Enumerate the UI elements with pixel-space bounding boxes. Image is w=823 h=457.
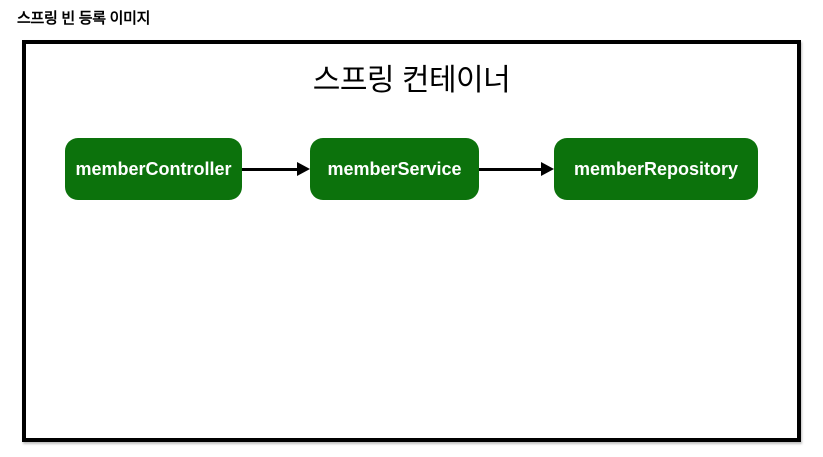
bean-member-repository: memberRepository [554, 138, 758, 200]
arrow-controller-to-service [242, 156, 310, 182]
spring-container-title: 스프링 컨테이너 [312, 64, 511, 97]
page-title: 스프링 빈 등록 이미지 [17, 10, 151, 27]
arrow-head-icon [541, 162, 554, 176]
spring-container: 스프링 컨테이너 memberController memberService … [22, 40, 801, 442]
arrow-line [242, 167, 297, 171]
arrow-service-to-repository [479, 156, 554, 182]
arrow-head-icon [297, 162, 310, 176]
arrow-line [479, 167, 541, 171]
bean-member-controller: memberController [65, 138, 242, 200]
bean-member-service: memberService [310, 138, 479, 200]
